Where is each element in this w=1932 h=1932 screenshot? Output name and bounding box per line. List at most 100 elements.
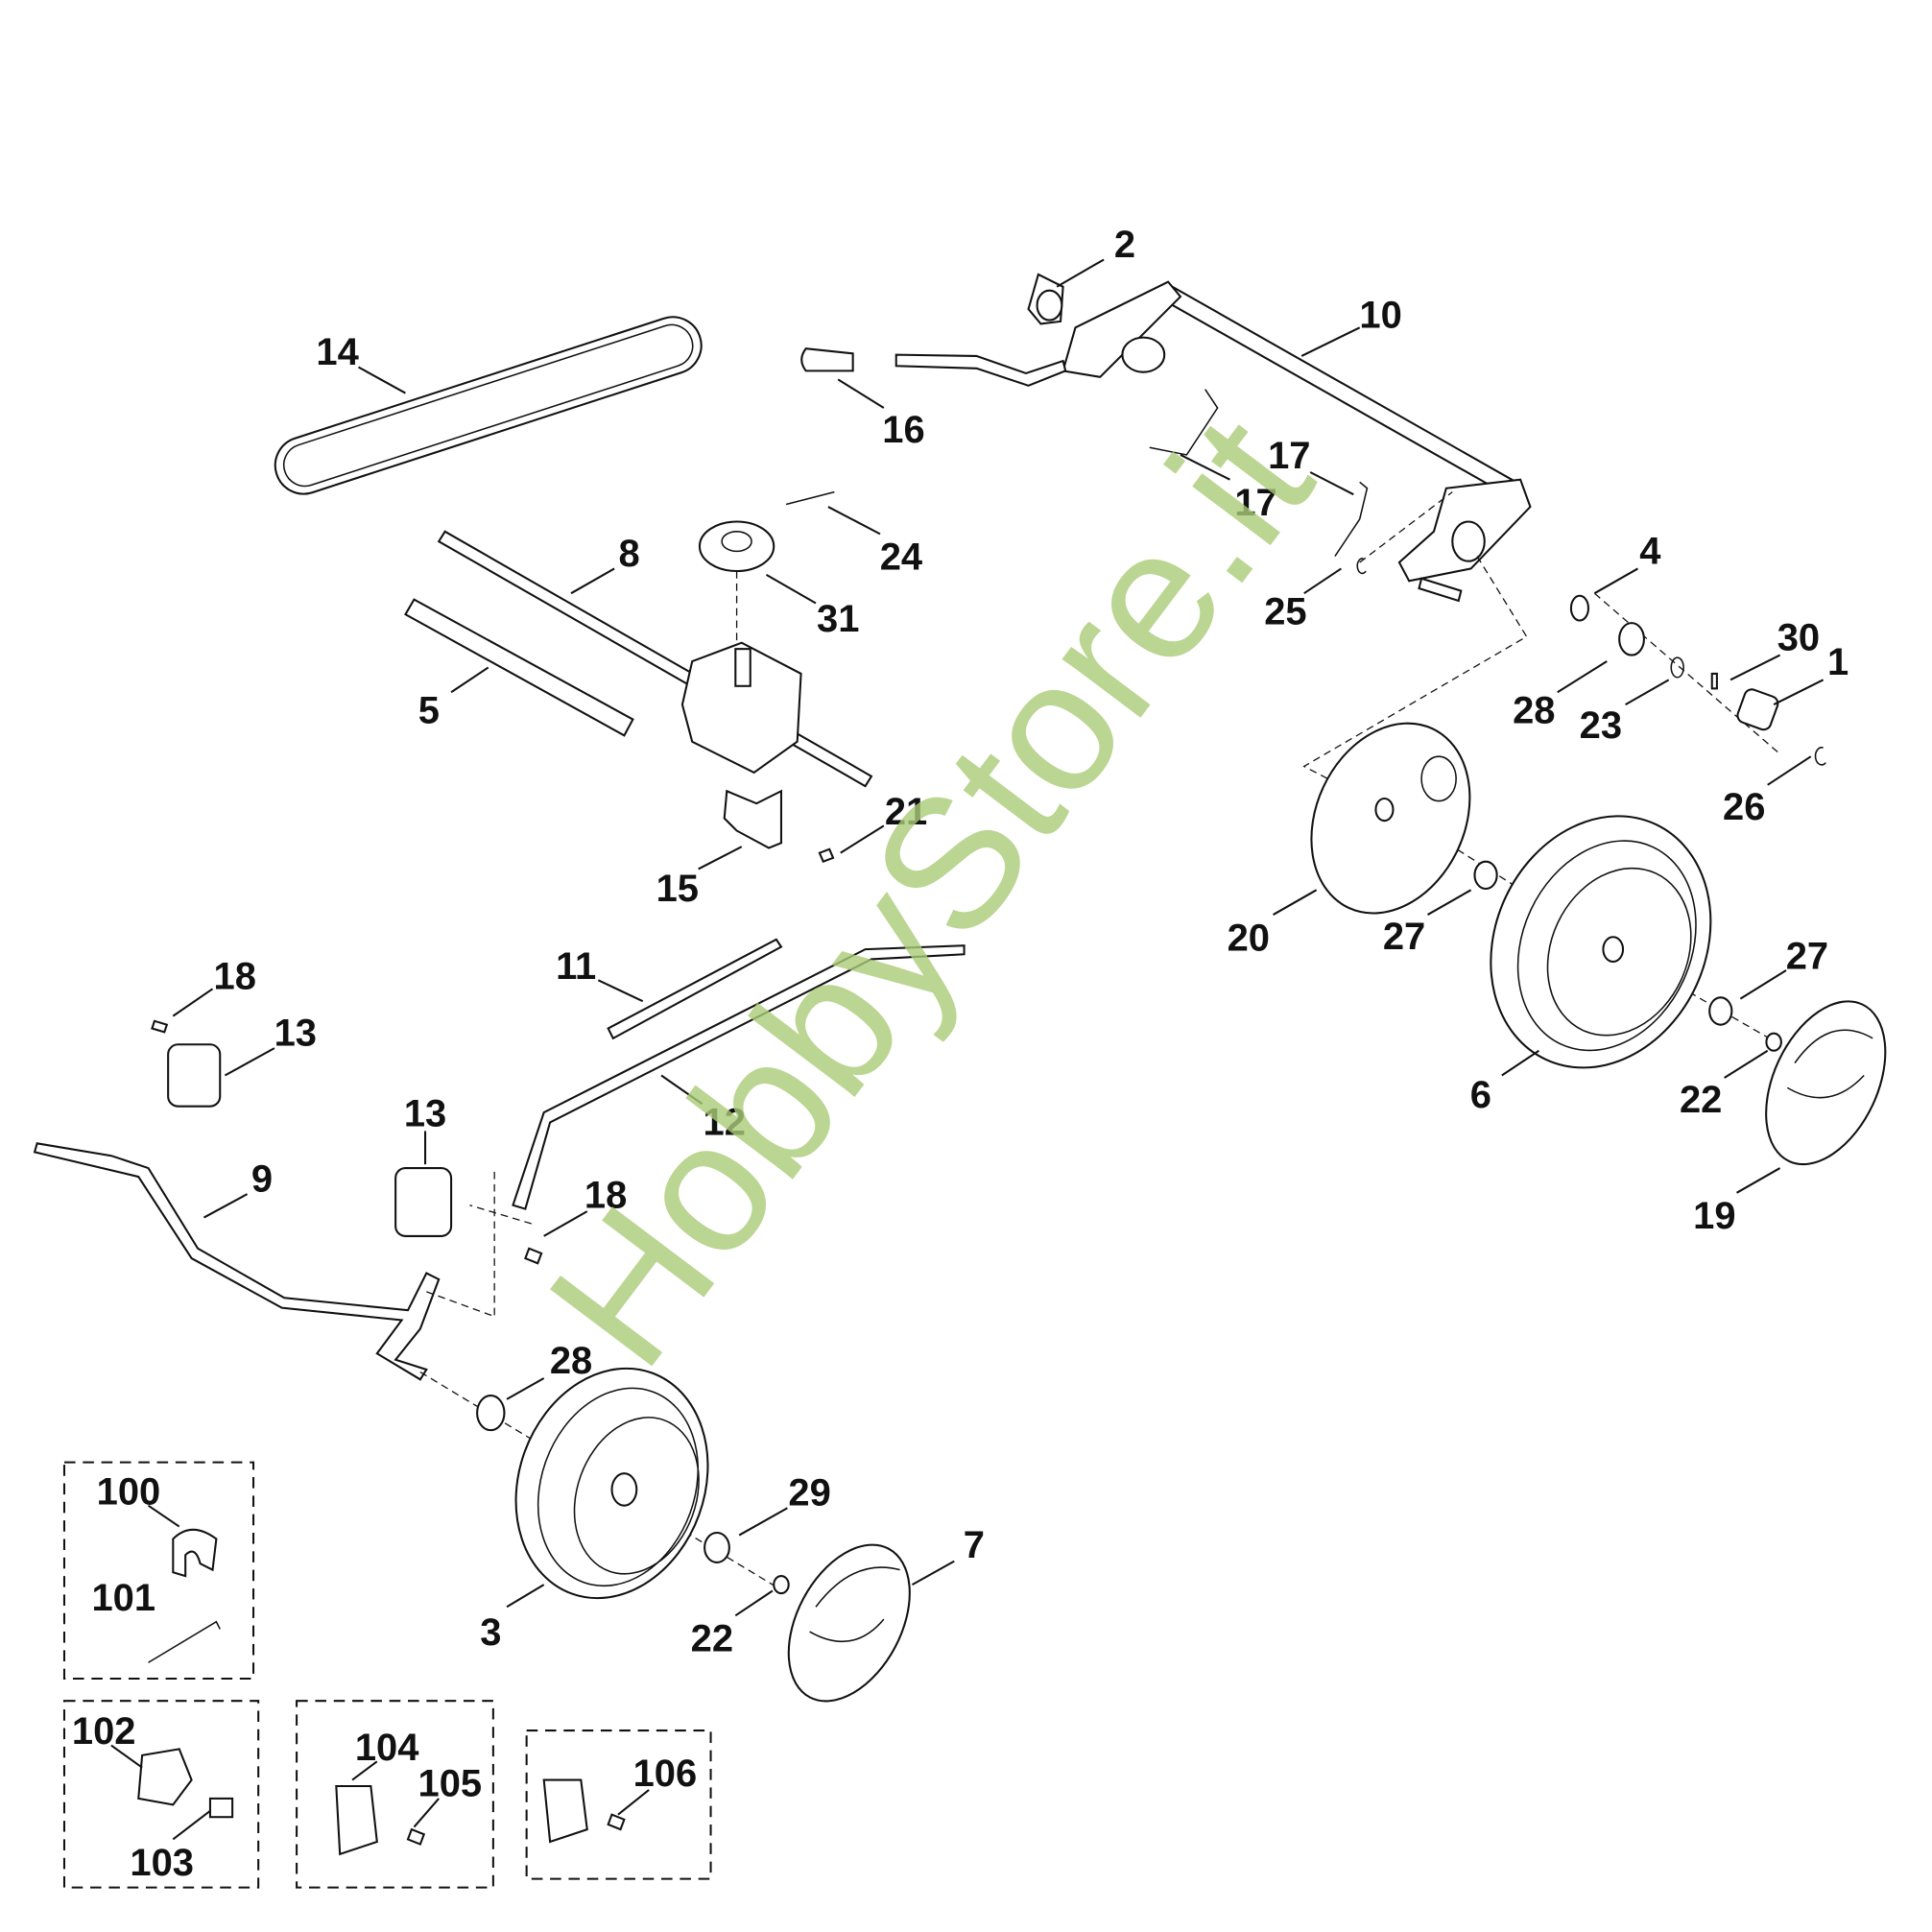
leader-line [1056,258,1105,288]
leader-line [543,1210,588,1237]
part-number-label-22: 22 [1680,1079,1722,1121]
leader-line [734,1589,774,1617]
leader-line [837,378,885,409]
part-number-label-29: 29 [788,1472,830,1515]
part-number-label-26: 26 [1723,786,1765,828]
part-number-label-11: 11 [556,945,596,988]
part-front-wheel-cover [787,1543,911,1703]
part-number-label-7: 7 [964,1524,985,1566]
part-number-label-17: 17 [1234,482,1276,524]
leader-line [911,1560,955,1586]
leader-line [698,846,743,871]
part-adjuster [167,1043,222,1108]
kit-box-102-103 [62,1700,260,1889]
leader-line [1773,679,1825,706]
part-front-axle [33,1142,441,1381]
leader-line [1739,969,1787,1000]
leader-line [172,988,214,1017]
leader-line [827,506,881,536]
part-adjuster-2 [394,1167,453,1237]
part-number-label-14: 14 [316,331,358,373]
part-number-label-18: 18 [214,955,256,997]
leader-line [203,1193,249,1219]
leader-line [1303,567,1342,595]
kit-box-100-101 [62,1461,255,1681]
part-spring-clip [1149,389,1219,456]
leader-line [224,1047,275,1077]
part-number-label-15: 15 [656,868,699,910]
leader-line [1729,654,1781,681]
leader-line [1625,679,1670,706]
leader-line [617,1789,650,1816]
leader-line [660,1074,704,1105]
part-number-label-23: 23 [1580,704,1622,747]
part-number-label-9: 9 [251,1158,273,1201]
kit-number-label-103: 103 [130,1842,194,1884]
part-height-adjust-axle [1061,280,1532,603]
leader-line [1593,567,1638,595]
part-number-label-22: 22 [691,1618,733,1660]
part-number-label-30: 30 [1777,616,1820,658]
part-number-label-19: 19 [1693,1195,1735,1237]
kit-number-label-102: 102 [72,1710,136,1753]
part-rear-wheel-cover [1765,1000,1887,1166]
leader-line [1724,1049,1769,1079]
part-number-label-10: 10 [1359,294,1401,336]
part-number-label-27: 27 [1786,936,1828,978]
leader-line [1427,889,1472,916]
part-number-label-28: 28 [550,1340,592,1382]
part-number-label-2: 2 [1114,224,1135,266]
kit-number-label-101: 101 [91,1577,155,1619]
part-number-label-12: 12 [704,1101,746,1143]
part-number-label-21: 21 [885,791,927,833]
leader-line [1735,1167,1781,1194]
part-tube [404,598,634,737]
part-rear-hubcap-disc [1310,722,1471,915]
leader-line [1273,889,1318,916]
part-rear-wheel [1490,815,1712,1069]
part-number-label-31: 31 [817,598,859,640]
leader-line [506,1584,545,1609]
leader-line [738,1507,788,1537]
leader-line [1501,1049,1540,1077]
part-number-label-13: 13 [404,1092,446,1134]
leader-line [1309,471,1354,496]
part-cable-rod [512,944,966,1210]
part-belt [274,316,703,495]
part-lever-knob [800,273,1067,387]
part-number-label-8: 8 [618,533,639,575]
leader-line [1300,326,1361,357]
part-number-label-6: 6 [1470,1074,1491,1116]
leader-line [450,666,489,694]
part-number-label-17: 17 [1268,435,1310,477]
part-number-label-28: 28 [1513,689,1555,731]
part-spring-clip-2 [1334,481,1369,557]
part-number-label-1: 1 [1827,641,1849,683]
leader-line [570,567,615,595]
part-number-label-3: 3 [480,1611,501,1654]
part-number-label-24: 24 [880,537,922,579]
leader-line [1557,660,1608,694]
part-tension-spring [607,938,783,1040]
leader-line [147,1504,180,1528]
leader-line [1767,755,1812,786]
leader-line [840,824,885,854]
part-number-label-16: 16 [882,409,924,451]
leader-line [1180,454,1230,481]
part-gearbox [680,490,835,863]
leader-line [110,1744,143,1769]
kit-number-label-100: 100 [97,1470,161,1513]
leader-line [506,1377,545,1400]
kit-number-label-106: 106 [633,1753,698,1795]
part-number-label-27: 27 [1383,916,1425,958]
kit-box-104-105 [296,1700,494,1889]
part-number-label-20: 20 [1228,917,1270,959]
part-number-label-18: 18 [584,1174,627,1216]
leader-line [413,1798,440,1828]
leader-line [357,366,406,394]
part-front-wheel [514,1367,709,1600]
part-number-label-5: 5 [418,689,440,731]
leader-line [172,1809,211,1841]
leader-line [597,979,644,1003]
